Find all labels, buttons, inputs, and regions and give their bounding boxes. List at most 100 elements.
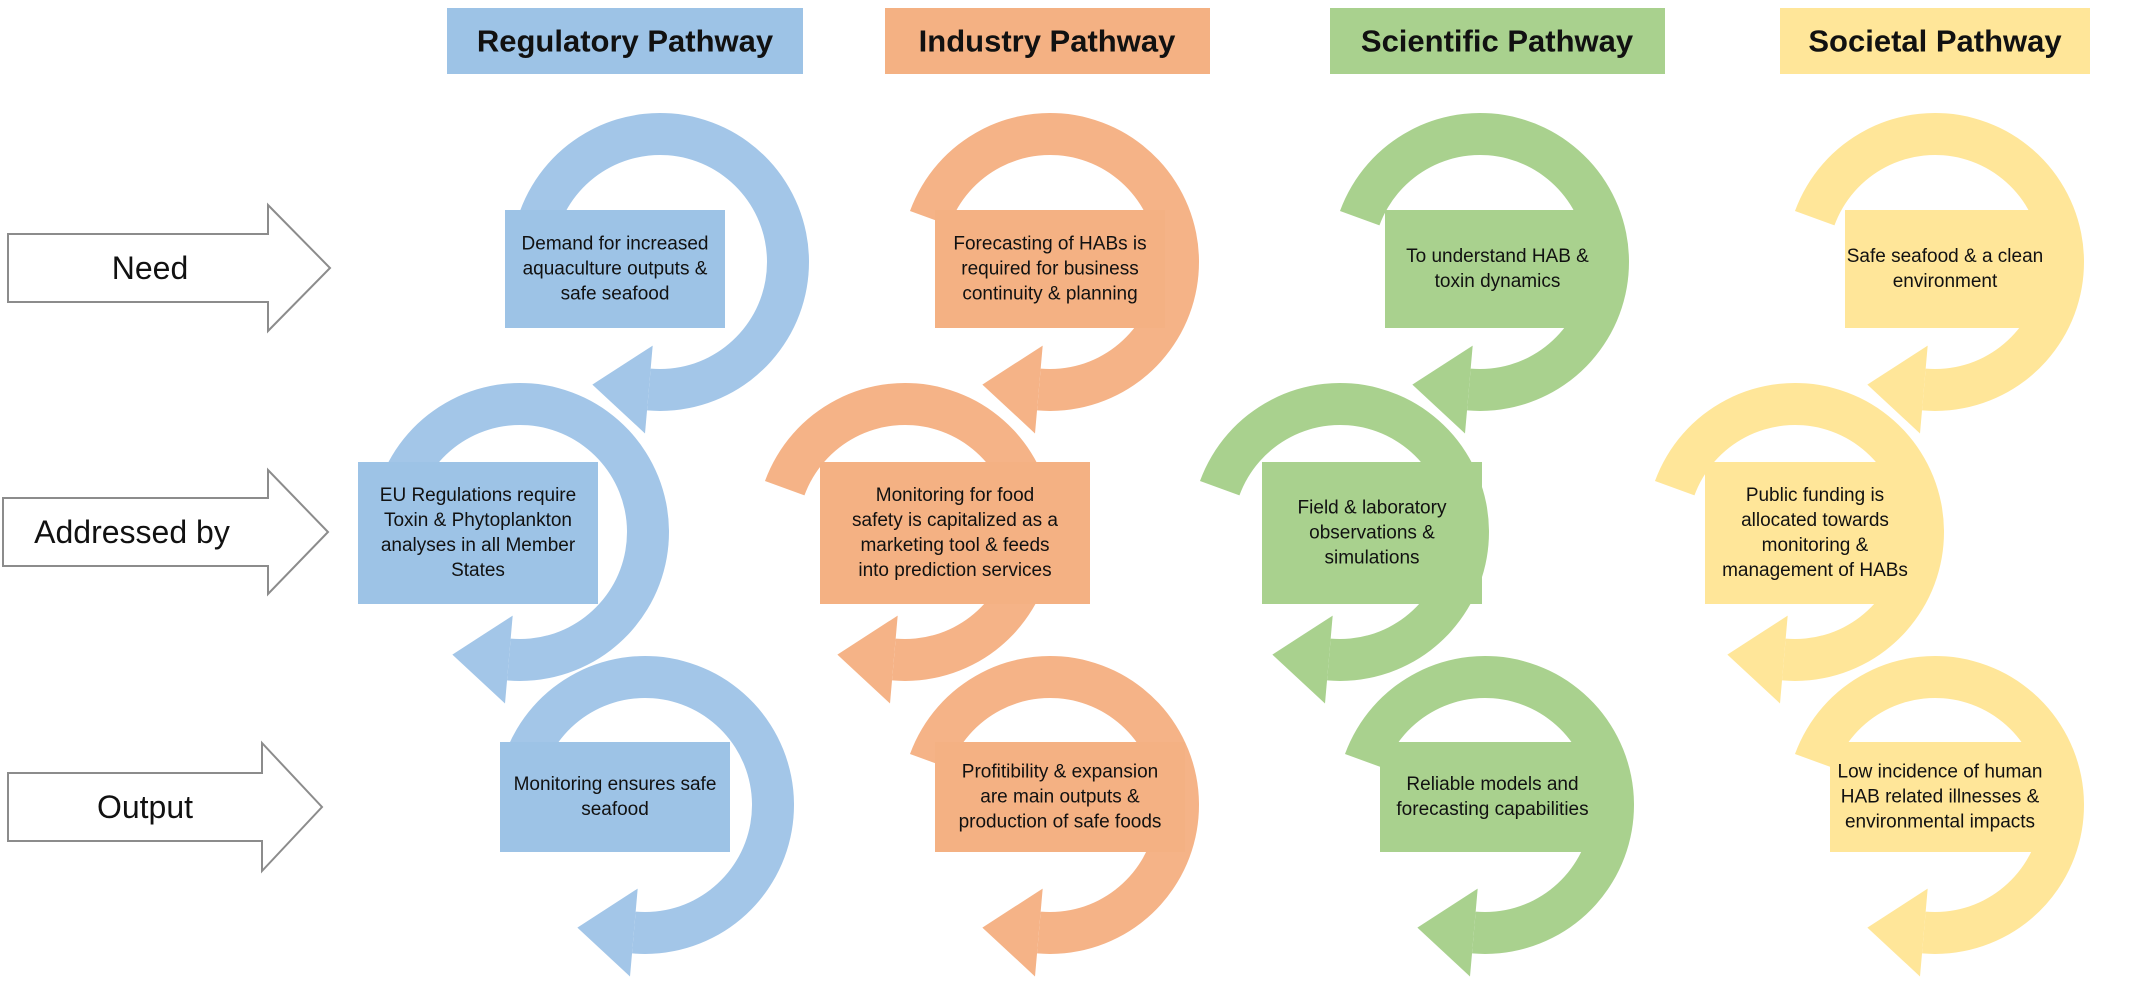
pathway-box-addressed-by: Monitoring for food safety is capitalized… xyxy=(820,462,1090,604)
arrow-right-icon xyxy=(2,467,330,597)
pathway-boxes: Safe seafood & a cleanenvironmentPublic … xyxy=(1705,210,2050,852)
box-text-line: production of safe foods xyxy=(959,812,1162,833)
row-label-addressed-by: Addressed by xyxy=(34,514,230,550)
box-text-line: Reliable models and xyxy=(1406,774,1578,795)
row-label-output: Output xyxy=(97,789,193,825)
box-text-line: Toxin & Phytoplankton xyxy=(384,510,572,531)
pathway-box-output: Reliable models and forecasting capabilit… xyxy=(1380,742,1605,852)
pathway-title: Industry Pathway xyxy=(919,24,1176,59)
box-text-line: Monitoring for food xyxy=(876,485,1034,506)
arrowhead-icon xyxy=(577,888,638,977)
box-bg xyxy=(1845,210,2045,328)
box-text-line: safety is capitalized as a xyxy=(852,510,1058,531)
pathway-scientific: Scientific Pathway To understand HAB &to… xyxy=(1199,8,1665,977)
box-bg xyxy=(500,742,730,852)
pathway-box-need: To understand HAB &toxin dynamics xyxy=(1385,210,1610,328)
pathway-title: Societal Pathway xyxy=(1808,24,2062,59)
row-arrows: Need Addressed by Output xyxy=(2,202,332,874)
pathway-header-bg xyxy=(447,8,803,74)
cycle-arrow-need xyxy=(1794,113,2084,434)
box-text-line: Forecasting of HABs is xyxy=(953,234,1146,255)
cycle-arrow-output xyxy=(909,655,1200,977)
box-bg xyxy=(358,462,598,604)
cycle-arrow-need xyxy=(519,113,809,434)
box-bg xyxy=(935,742,1185,852)
box-text-line: forecasting capabilities xyxy=(1396,799,1588,820)
box-bg xyxy=(1705,462,1925,604)
box-text-line: safe seafood xyxy=(561,284,670,305)
arrowhead-icon xyxy=(1412,345,1473,434)
row-arrow-output: Output xyxy=(7,740,324,874)
arrowhead-icon xyxy=(982,345,1043,434)
box-bg xyxy=(820,462,1090,604)
arrowhead-icon xyxy=(1727,615,1788,704)
arrow-right-icon xyxy=(7,740,324,874)
box-text-line: observations & xyxy=(1309,523,1435,544)
box-text-line: Public funding is xyxy=(1746,485,1884,506)
cycle-arrow-output xyxy=(1794,655,2084,977)
pathway-box-addressed-by: Public funding is allocated towards monito… xyxy=(1705,462,1925,604)
cycle-arrow-addressed-by xyxy=(1199,382,1489,704)
pathway-title: Regulatory Pathway xyxy=(477,24,774,59)
pathway-societal: Societal Pathway Safe seafood & a cleane… xyxy=(1654,8,2090,977)
cycle-arrow-need xyxy=(909,113,1199,434)
row-arrow-addressed-by: Addressed by xyxy=(2,467,330,597)
pathway-header-bg xyxy=(1780,8,2090,74)
pathway-cycle-rings xyxy=(764,113,1200,977)
box-text-line: simulations xyxy=(1324,548,1419,569)
box-text-line: States xyxy=(451,560,505,581)
box-text-line: environmental impacts xyxy=(1845,812,2035,833)
box-text-line: are main outputs & xyxy=(980,787,1140,808)
box-text-line: continuity & planning xyxy=(962,284,1137,305)
box-text-line: Safe seafood & a clean xyxy=(1847,246,2043,267)
arrow-right-icon xyxy=(7,202,332,334)
box-text-line: EU Regulations require xyxy=(380,485,576,506)
pathway-header-bg xyxy=(885,8,1210,74)
box-text-line: management of HABs xyxy=(1722,560,1908,581)
box-text-line: Monitoring ensures safe xyxy=(514,774,717,795)
pathway-title: Scientific Pathway xyxy=(1361,24,1634,59)
arrowhead-icon xyxy=(592,345,653,434)
arrowhead-icon xyxy=(1867,345,1928,434)
arrowhead-icon xyxy=(452,615,513,704)
pathway-industry: Industry Pathway Forecasting of HABs is r… xyxy=(764,8,1210,977)
pathway-cycle-rings xyxy=(379,113,809,977)
box-bg xyxy=(505,210,725,328)
box-text-line: required for business xyxy=(961,259,1138,280)
pathway-cycle-rings xyxy=(1199,113,1634,977)
box-text-line: HAB related illnesses & xyxy=(1841,787,2040,808)
box-text-line: Profitibility & expansion xyxy=(962,762,1158,783)
pathway-box-output: Profitibility & expansion are main output… xyxy=(935,742,1185,852)
arrowhead-icon xyxy=(1417,888,1478,977)
box-text-line: monitoring & xyxy=(1762,535,1869,556)
arrowhead-icon xyxy=(1867,888,1928,977)
box-text-line: marketing tool & feeds xyxy=(860,535,1049,556)
box-text-line: To understand HAB & xyxy=(1406,246,1589,267)
box-text-line: Low incidence of human xyxy=(1838,762,2043,783)
box-bg xyxy=(1380,742,1605,852)
pathway-header-bg xyxy=(1330,8,1665,74)
cycle-arrow-output xyxy=(1344,655,1634,977)
box-bg xyxy=(935,210,1165,328)
cycle-arrow-need xyxy=(1339,113,1630,434)
pathway-regulatory: Regulatory Pathway Demand for increaseda… xyxy=(358,8,809,977)
box-text-line: into prediction services xyxy=(858,560,1051,581)
arrowhead-icon xyxy=(837,615,898,704)
cycle-arrow-output xyxy=(504,655,795,977)
box-text-line: Demand for increased xyxy=(522,234,709,255)
pathway-cycle-rings xyxy=(1654,113,2084,977)
box-text-line: allocated towards xyxy=(1741,510,1889,531)
cycle-arrow-addressed-by xyxy=(1654,382,1944,704)
cycle-arrow-addressed-by xyxy=(379,382,669,704)
box-bg xyxy=(1262,462,1482,604)
cycle-arrow-addressed-by xyxy=(764,382,1054,704)
